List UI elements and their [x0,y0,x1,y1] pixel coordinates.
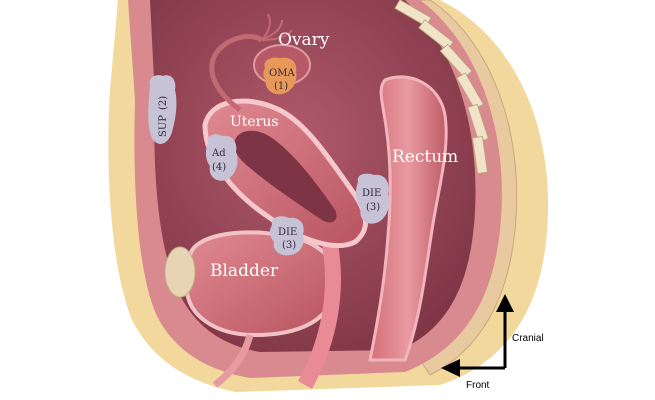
label-front: Front [466,380,490,391]
oma-label-num: (1) [274,81,288,92]
label-bladder: Bladder [210,261,279,281]
vertebrae [394,0,489,174]
oma-label-name: OMA [269,68,295,79]
urethra [212,334,254,388]
oma-lesion [263,57,297,95]
sup-label-name: SUP [158,115,169,137]
vagina [297,243,341,389]
die-bladder-lesion [269,216,304,256]
die-rectum-label-name: DIE [362,188,381,199]
sup-lesion [148,75,177,144]
fallopian-tube [209,34,264,112]
uterine-cavity [234,130,337,223]
pubic-bone [164,246,196,298]
die-rectum-label-num: (3) [366,202,380,213]
label-cranial: Cranial [512,333,544,344]
label-ovary: Ovary [278,30,330,50]
bladder-organ [184,230,338,338]
rectum-organ [368,75,448,362]
ad-label-num: (4) [212,162,226,173]
die-bladder-label-name: DIE [278,227,297,238]
sup-label-num: (2) [158,96,169,110]
die-bladder-label-num: (3) [282,240,296,251]
ad-label-name: Ad [211,148,226,159]
die-rectum-lesion [356,173,390,224]
fimbriae [261,13,293,41]
label-uterus: Uterus [230,114,279,130]
label-rectum: Rectum [392,147,458,167]
orientation-arrows [441,294,514,377]
ad-lesion [205,134,238,181]
